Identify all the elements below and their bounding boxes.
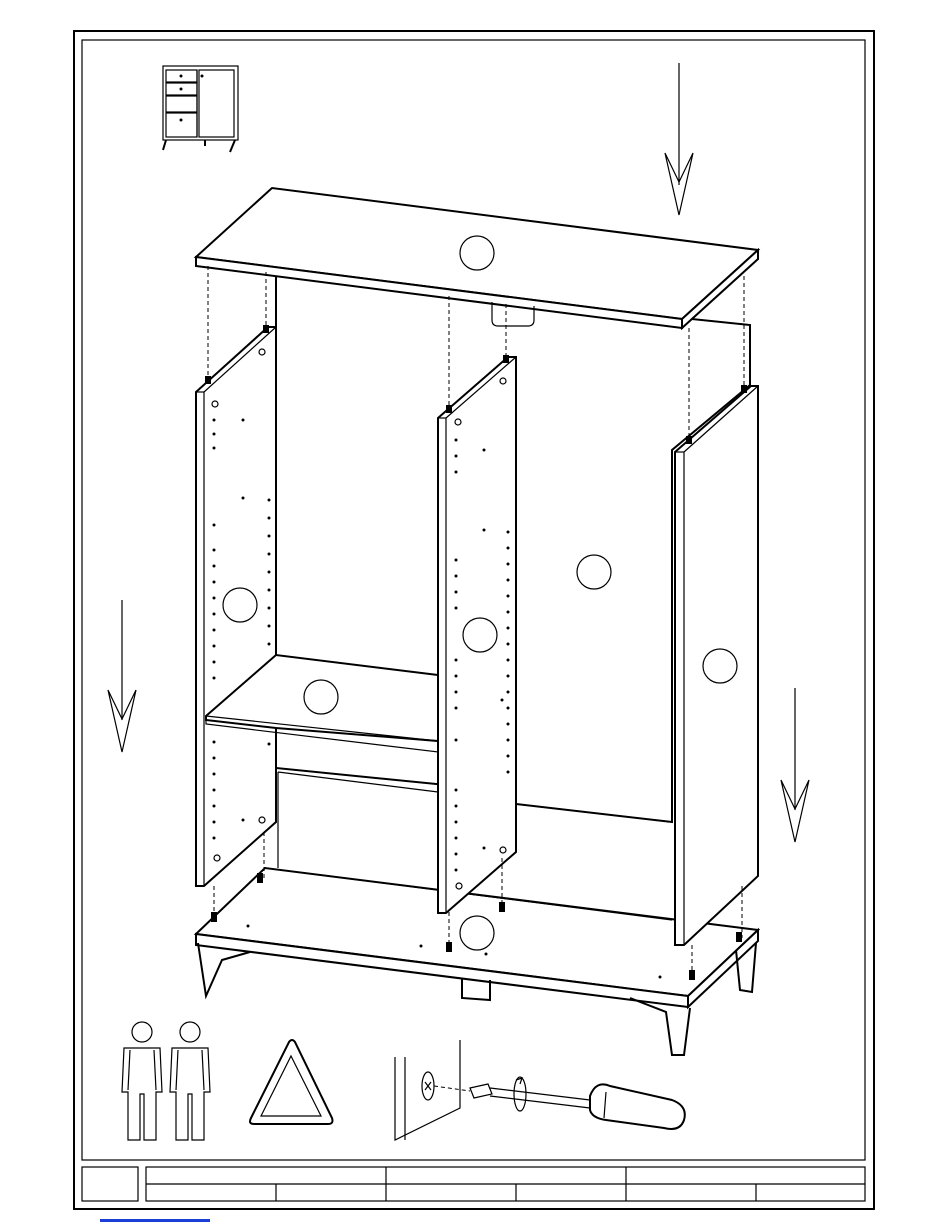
screwdriver-screw-icon (395, 1040, 685, 1140)
footer-link-underline[interactable] (100, 1219, 210, 1222)
cabinet-thumbnail-icon (163, 66, 238, 152)
warning-triangle-icon (250, 1040, 333, 1124)
bottom-panel (196, 868, 758, 1055)
two-person-assembly-icon (122, 1022, 210, 1140)
right-side-panel (675, 386, 758, 945)
assembly-direction-arrow-icon (665, 63, 693, 215)
title-block-logo-cell (82, 1167, 138, 1201)
assembly-direction-arrow-icon-left (108, 600, 136, 752)
title-block (82, 1167, 865, 1201)
left-side-panel (196, 327, 276, 886)
assembly-direction-arrow-icon-right (781, 688, 809, 842)
